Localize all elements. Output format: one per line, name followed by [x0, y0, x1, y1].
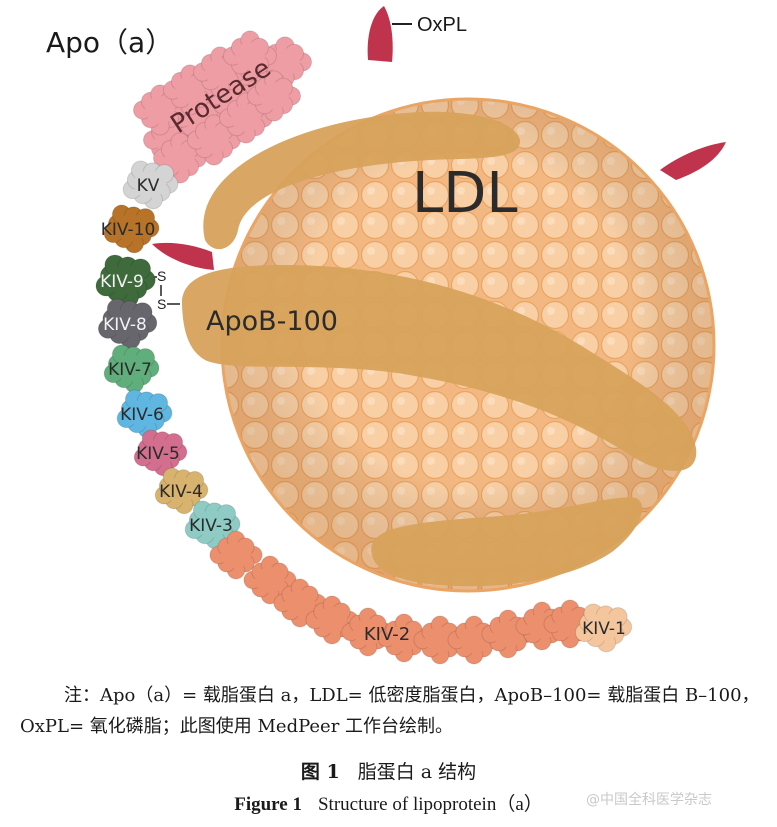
figure-title-en: Structure of lipoprotein（a） [317, 794, 543, 815]
kringle-label-kiv-7: KIV-7 [108, 360, 152, 380]
kringle-domains: KV KIV-10KIV-9KIV-8KIV-7KIV-6KIV-5KIV-4KI… [95, 160, 633, 665]
apob-band-middle [181, 265, 697, 472]
kringle-kiv-4 [154, 467, 209, 515]
kringle-kiv-10 [103, 204, 160, 254]
disulfide-bond: S S [151, 268, 180, 312]
kringle-kiv-2 [209, 530, 597, 665]
kringle-label-kiv-1: KIV-1 [582, 619, 626, 639]
figure-caption-en: Figure 1 Structure of lipoprotein（a） [0, 789, 777, 816]
figure-title-cn: 脂蛋白 a 结构 [357, 761, 477, 783]
lipoprotein-a-diagram: OxPL LDL ApoB-100 S S Protease KVKIV-10K… [46, 6, 726, 665]
oxpl-spike-left [152, 242, 214, 270]
kringle-label-kiv-2: KIV-2 [364, 624, 410, 645]
oxpl-spike-right [660, 142, 726, 180]
ldl-label: LDL [412, 161, 518, 226]
oxpl-molecules [152, 6, 726, 270]
kringle-label-kiv-4: KIV-4 [159, 482, 203, 502]
kringle-label-kiv-9: KIV-9 [100, 272, 144, 292]
kringle-kiv-1 [574, 603, 633, 653]
apo-a-title: Apo（a） [46, 26, 173, 59]
kringle-label-kiv-5: KIV-5 [136, 444, 180, 464]
disulfide-s-bottom: S [157, 296, 166, 312]
apob-100-label: ApoB-100 [206, 306, 338, 337]
apob-band-upper [203, 111, 521, 250]
apob-100-protein [181, 111, 697, 587]
kringle-kiv-9 [95, 254, 156, 308]
kringle-label-kiv-10: KIV-10 [101, 220, 156, 240]
figure-caption-cn: 图 1 脂蛋白 a 结构 [0, 757, 777, 784]
kringle-label-kiv-8: KIV-8 [103, 315, 147, 335]
oxpl-spike-top [367, 6, 393, 62]
kringle-kiv-6 [116, 389, 173, 439]
figure-number-cn: 图 1 [300, 761, 340, 783]
kringle-kiv-8 [97, 298, 158, 350]
kringle-label-kiv-3: KIV-3 [189, 516, 233, 536]
protease-domain [132, 30, 313, 184]
kringle-kiv-7 [103, 344, 160, 394]
figure-note: 注：Apo（a）= 载脂蛋白 a，LDL= 低密度脂蛋白，ApoB–100= 载… [20, 685, 760, 737]
figure-number-en: Figure 1 [234, 794, 302, 815]
kringle-kv [122, 160, 179, 210]
kringle-label-kv: KV [137, 176, 160, 196]
kringle-kiv-5 [133, 429, 188, 477]
apob-band-lower [371, 497, 643, 587]
journal-watermark: @中国全科医学杂志 [586, 792, 712, 808]
disulfide-s-top: S [157, 268, 166, 284]
kringle-label-kiv-6: KIV-6 [120, 405, 164, 425]
oxpl-label: OxPL [417, 14, 467, 36]
